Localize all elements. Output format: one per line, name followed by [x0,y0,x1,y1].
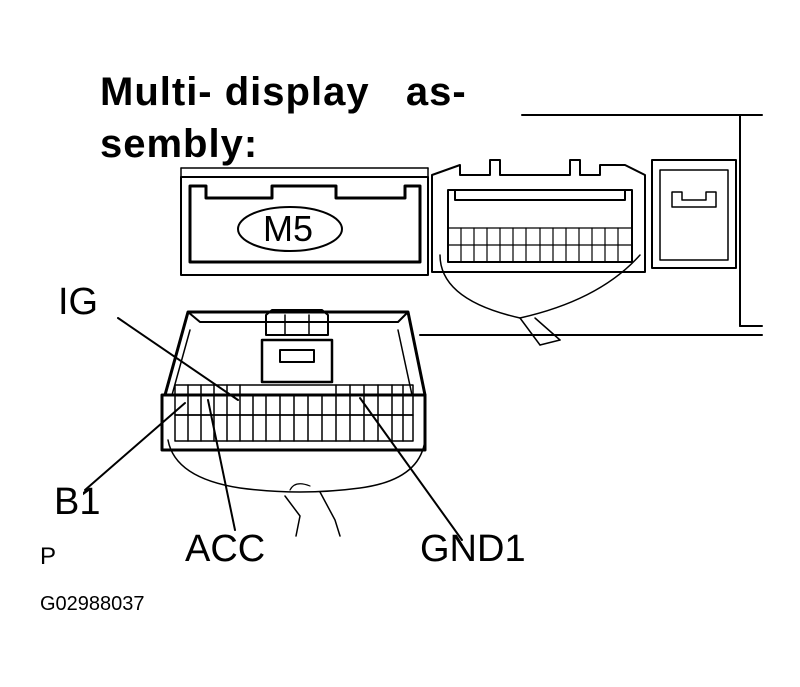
connector-code-label: M5 [263,208,314,249]
pin-label-b1: B1 [54,481,101,523]
right-small-connector [651,159,737,269]
leader-lines [84,317,463,541]
pin-label-acc: ACC [185,528,266,570]
pin-label-gnd1: GND1 [420,528,526,570]
ig-leader-line [117,317,239,401]
m5-socket [180,167,429,276]
main-connector [160,309,427,537]
b1-leader-line [84,402,186,491]
title-line-2: sembly: [100,122,259,166]
gnd1-leader-line [359,397,463,541]
acc-leader-line [207,399,236,531]
m5-code-ellipse [237,206,343,252]
title-line-1: Multi- display as- [100,70,467,114]
side-mark: P [40,543,57,570]
pin-label-ig: IG [58,281,99,323]
assembly-title: Multi- display as- sembly: [100,66,467,170]
middle-connector [431,159,646,346]
figure-id: G02988037 [40,593,145,615]
assembly-outline [419,114,763,336]
